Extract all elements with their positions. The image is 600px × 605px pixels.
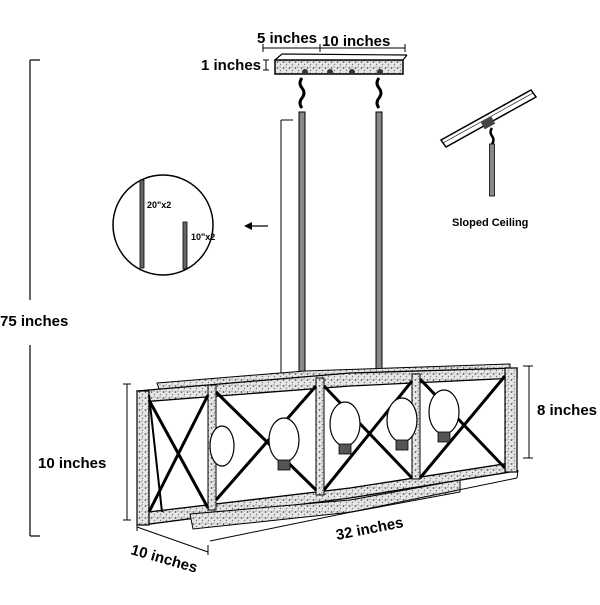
fixture-height-right-label: 8 inches bbox=[537, 402, 597, 419]
edison-bulbs bbox=[209, 389, 460, 471]
ceiling-canopy bbox=[274, 53, 408, 75]
bulb-icon bbox=[428, 389, 460, 443]
hanging-rods bbox=[298, 111, 383, 375]
fixture-dimension-lines bbox=[123, 365, 533, 555]
rod-length-bracket bbox=[280, 119, 293, 376]
fixture-width-label: 10 inches bbox=[129, 542, 199, 577]
canopy-height-label: 1 inches bbox=[201, 57, 261, 74]
sloped-ceiling-illustration bbox=[439, 89, 538, 197]
chandelier-frame bbox=[136, 363, 518, 530]
rod-detail-callout bbox=[112, 174, 214, 276]
canopy-length-label: 10 inches bbox=[322, 33, 390, 50]
overall-height-dimension-line bbox=[29, 59, 40, 537]
sloped-ceiling-label: Sloped Ceiling bbox=[452, 217, 528, 229]
bulb-icon bbox=[268, 417, 300, 471]
bulb-icon bbox=[329, 401, 361, 455]
canopy-width-label: 5 inches bbox=[257, 30, 317, 47]
bulb-icon bbox=[209, 425, 235, 467]
arrow-left-icon bbox=[244, 222, 268, 230]
overall-height-label: 75 inches bbox=[0, 313, 68, 330]
bulb-icon bbox=[386, 397, 418, 451]
hanging-chains bbox=[298, 77, 383, 109]
canopy-dimension-lines bbox=[262, 44, 406, 71]
short-rod-label: 10"x2 bbox=[191, 232, 215, 242]
long-rod-label: 20"x2 bbox=[147, 200, 171, 210]
fixture-length-label: 32 inches bbox=[335, 514, 405, 544]
fixture-height-left-label: 10 inches bbox=[38, 455, 106, 472]
